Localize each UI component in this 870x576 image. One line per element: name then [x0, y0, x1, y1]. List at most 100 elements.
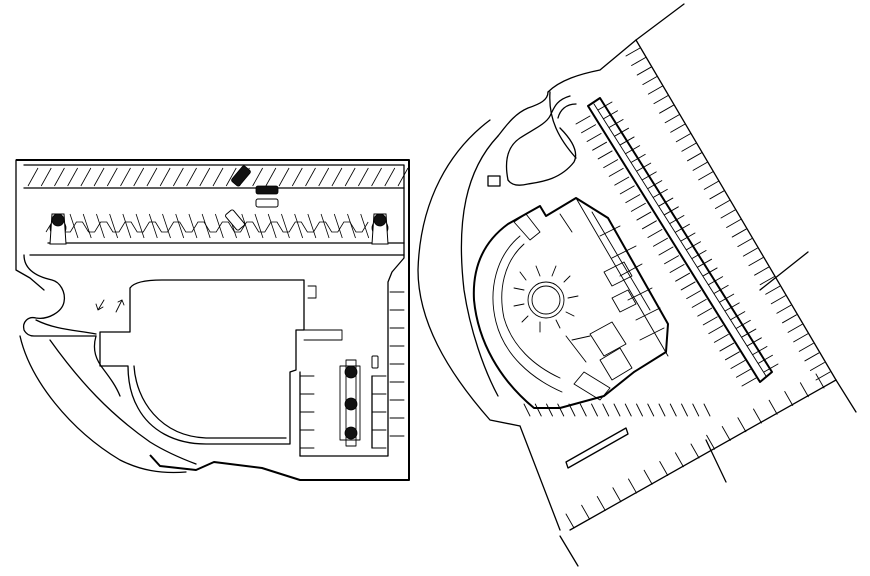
hatched-bay-line: [188, 213, 198, 239]
hatched-bay-line: [186, 167, 197, 187]
parking-stripe: [647, 85, 663, 95]
hatched-bay-line: [397, 167, 409, 187]
parking-stripe: [647, 180, 663, 190]
parking-stripe: [565, 513, 575, 529]
parking-stripe: [596, 496, 606, 511]
parking-stripe: [713, 284, 729, 294]
parking-stripe: [692, 403, 700, 417]
parking-stripe: [703, 180, 719, 190]
parking-stripe: [815, 371, 831, 381]
parking-stripe: [641, 220, 657, 230]
parking-stripe: [692, 161, 708, 171]
parking-stripe: [675, 223, 690, 233]
parking-stripe: [659, 461, 669, 476]
parking-stripe: [652, 188, 668, 198]
parking-stripe: [612, 487, 622, 503]
parking-stripe: [603, 110, 618, 120]
parking-stripe: [603, 159, 619, 169]
parking-stripe: [680, 232, 696, 242]
hatched-bay-line: [135, 213, 145, 239]
hatched-bay-line: [265, 167, 277, 187]
parking-stripe: [658, 197, 674, 207]
left-inner-curb: [23, 164, 405, 457]
parking-stripe: [741, 377, 757, 387]
parking-stripe: [653, 237, 668, 247]
hatched-bay-line: [360, 213, 370, 239]
parking-stripe: [625, 47, 641, 57]
parking-stripe: [630, 153, 646, 163]
parking-stripe: [815, 373, 825, 389]
hatched-bay-line: [254, 213, 264, 239]
hatched-bay-line: [320, 213, 330, 239]
right-lot-boundary: [635, 39, 837, 381]
parking-stripe: [579, 403, 587, 417]
parking-stripe: [663, 206, 679, 216]
parking-stripe: [636, 162, 652, 172]
hatched-bay-line: [109, 213, 119, 239]
parking-stripe: [613, 403, 621, 417]
parking-stripe: [776, 304, 792, 314]
parking-stripe: [523, 403, 531, 417]
parking-stripe: [591, 403, 598, 417]
parking-stripe: [753, 408, 762, 424]
lower-parking-island: [565, 427, 629, 469]
parking-stripe: [719, 293, 735, 303]
parking-stripe: [687, 152, 702, 162]
hatched-bay-line: [146, 167, 158, 187]
left-right-parking-bays: [299, 291, 405, 449]
parking-stripe: [614, 127, 630, 137]
parking-stripe: [690, 443, 700, 459]
hatched-bay-line: [82, 213, 92, 239]
parking-stripe: [754, 266, 769, 276]
car-top-view-icon: [371, 355, 379, 369]
parking-stripe: [730, 360, 746, 369]
parking-stripe: [731, 228, 747, 238]
parking-stripe: [630, 202, 646, 212]
parking-stripe: [631, 57, 647, 66]
tree-icon: [344, 397, 358, 411]
parking-stripe: [782, 314, 797, 324]
parking-stripe: [697, 307, 713, 317]
parking-stripe: [736, 368, 751, 378]
long-parking-island: [587, 97, 773, 383]
hatched-bay-line: [331, 167, 343, 187]
parking-stripe: [624, 403, 632, 417]
parking-stripe: [592, 141, 608, 151]
parking-stripe: [752, 346, 768, 355]
tree-icon: [373, 213, 387, 227]
hatched-bay-line: [278, 167, 290, 187]
rotunda-circle: [531, 285, 561, 315]
hatched-bay-line: [358, 167, 369, 187]
tree-icon: [344, 365, 358, 379]
parking-stripe: [664, 114, 680, 124]
parking-stripe: [586, 133, 602, 142]
parking-stripe: [641, 171, 657, 181]
car-top-view-icon: [231, 165, 251, 187]
parking-stripe: [643, 469, 653, 485]
parking-stripe: [726, 219, 742, 228]
hatched-bay-line: [80, 167, 92, 187]
parking-stripe: [737, 417, 747, 433]
hatched-bay-line: [120, 167, 131, 187]
parking-stripe: [581, 504, 591, 520]
parking-stripe: [719, 342, 735, 352]
parking-stripe: [614, 176, 630, 186]
car-top-view-icon: [225, 209, 245, 231]
parking-stripe: [703, 403, 711, 417]
parking-stripe: [798, 342, 814, 352]
left-site-plan: [15, 159, 410, 481]
hatched-bay-line: [214, 213, 224, 239]
parking-stripe: [708, 276, 724, 286]
parking-stripe: [748, 257, 764, 267]
hatched-bay-line: [27, 167, 39, 187]
hatched-bay-line: [199, 167, 211, 187]
parking-stripe: [659, 104, 674, 114]
zigzag-bay-divider: [45, 221, 369, 233]
parking-stripe: [628, 478, 637, 494]
parking-stripe: [568, 403, 576, 417]
hatched-bay-line: [371, 167, 382, 187]
parking-stripe: [602, 403, 610, 417]
parking-stripe: [697, 258, 713, 268]
parking-stripe: [724, 302, 740, 312]
